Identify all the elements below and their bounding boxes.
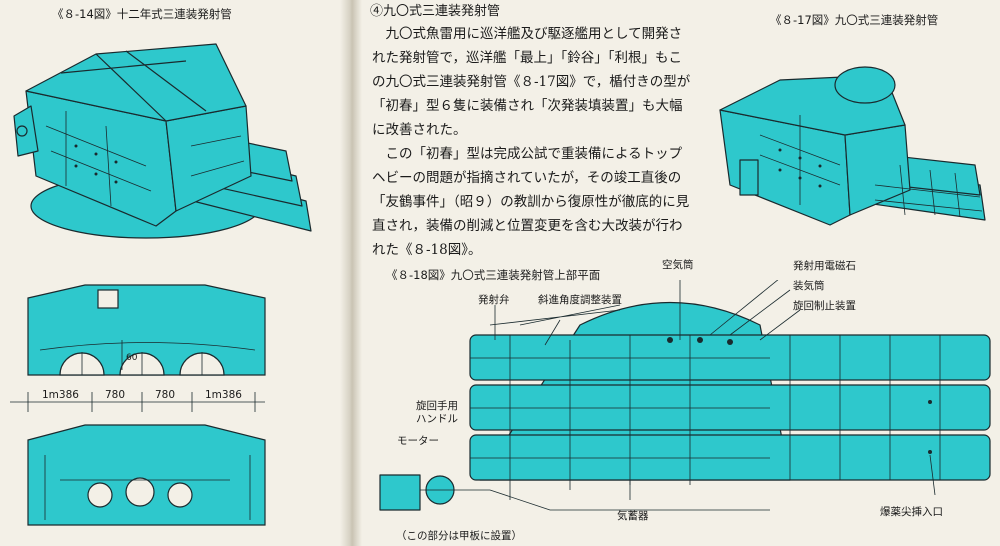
paragraph-1: 九〇式魚雷用に巡洋艦及び駆逐艦用として開発された発射管で，巡洋艦「最上」「鈴谷」… bbox=[372, 26, 691, 138]
fig17-isometric-drawing bbox=[719, 66, 986, 226]
fig18-plan-drawing bbox=[379, 280, 991, 511]
label-rotation-stop: 旋回制止装置 bbox=[793, 300, 856, 312]
dim-center-left: 780 bbox=[105, 389, 125, 401]
label-charging-tube: 装気筒 bbox=[793, 280, 825, 292]
label-motor: モーター bbox=[397, 435, 439, 447]
label-hand-wheel-2: ハンドル bbox=[416, 413, 458, 425]
paragraph-2: この「初春」型は完成公試で重装備によるトップヘビーの問題が指摘されていたが，その… bbox=[372, 146, 690, 258]
label-hand-wheel-1: 旋回手用 bbox=[416, 400, 458, 412]
page-gutter bbox=[340, 0, 362, 546]
dim-center-right: 780 bbox=[155, 389, 175, 401]
label-magnet: 発射用電磁石 bbox=[793, 260, 856, 272]
dim-side-left: 1m386 bbox=[42, 389, 79, 401]
label-angle-device: 斜進角度調整装置 bbox=[538, 294, 622, 306]
fig17-caption: 《８-17図》九〇式三連装発射管 bbox=[770, 13, 939, 27]
label-deck-note: （この部分は甲板に設置） bbox=[396, 530, 522, 542]
fig18-caption: 《８-18図》九〇式三連装発射管上部平面 bbox=[386, 268, 601, 282]
body-text: 九〇式魚雷用に巡洋艦及び駆逐艦用として開発された発射管で，巡洋艦「最上」「鈴谷」… bbox=[372, 22, 692, 262]
dim-side-right: 1m386 bbox=[205, 389, 242, 401]
fig14-caption: 《８-14図》十二年式三連装発射管 bbox=[52, 7, 232, 21]
dim-height: 60 bbox=[126, 353, 138, 363]
section-heading: ④九〇式三連装発射管 bbox=[370, 4, 501, 19]
fig14-front-elevation: 1m386 780 780 1m386 60 bbox=[10, 284, 266, 526]
label-accumulator: 気蓄器 bbox=[617, 510, 649, 522]
label-primer-port: 爆薬尖挿入口 bbox=[880, 506, 943, 518]
label-firing-valve: 発射弁 bbox=[478, 294, 510, 306]
label-air-tank: 空気筒 bbox=[662, 259, 694, 271]
fig14-isometric-drawing bbox=[13, 43, 312, 239]
